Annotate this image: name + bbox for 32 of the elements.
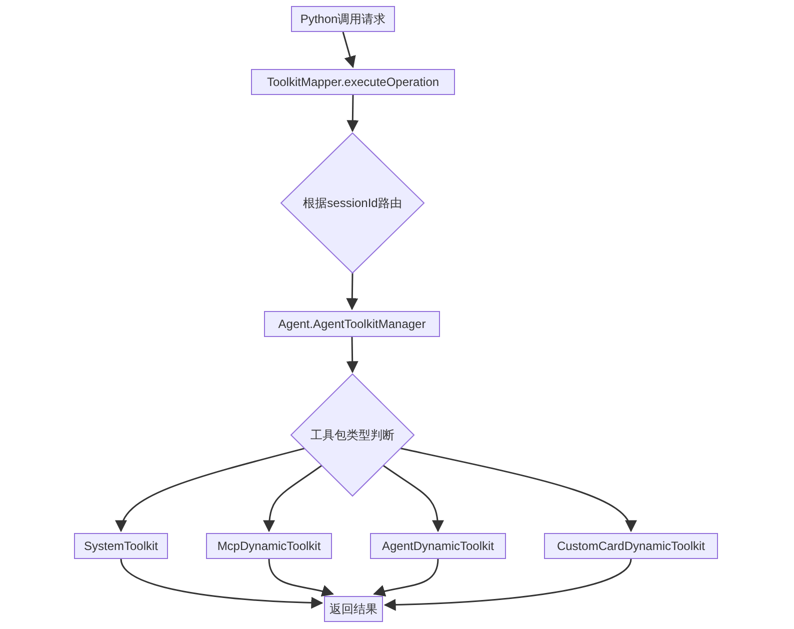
process-box bbox=[74, 533, 168, 559]
node-label: 工具包类型判断 bbox=[310, 428, 394, 442]
process-box bbox=[324, 596, 383, 622]
node-label: 根据sessionId路由 bbox=[303, 196, 402, 210]
node-label: ToolkitMapper.executeOperation bbox=[266, 75, 440, 89]
decision-diamond bbox=[291, 374, 414, 496]
decision-diamond bbox=[281, 133, 424, 273]
arrow bbox=[382, 464, 444, 532]
node-label: Python调用请求 bbox=[300, 12, 386, 26]
arrow bbox=[373, 558, 439, 597]
arrow bbox=[342, 32, 356, 68]
arrow bbox=[346, 272, 358, 310]
process-box bbox=[291, 6, 395, 32]
arrow bbox=[268, 558, 334, 597]
node-label: 返回结果 bbox=[330, 602, 378, 616]
process-box bbox=[251, 69, 455, 95]
arrow bbox=[400, 448, 634, 532]
process-box bbox=[370, 533, 506, 559]
arrow bbox=[263, 464, 322, 532]
arrow bbox=[346, 94, 359, 132]
arrow bbox=[120, 558, 324, 609]
process-box bbox=[206, 533, 332, 559]
node-label: CustomCardDynamicToolkit bbox=[556, 539, 706, 553]
process-box bbox=[264, 311, 440, 337]
process-box bbox=[544, 533, 718, 559]
arrow bbox=[384, 558, 632, 611]
node-label: Agent.AgentToolkitManager bbox=[278, 317, 426, 331]
node-label: AgentDynamicToolkit bbox=[382, 539, 494, 553]
node-label: McpDynamicToolkit bbox=[217, 539, 321, 553]
arrow bbox=[346, 336, 358, 374]
node-label: SystemToolkit bbox=[84, 539, 158, 553]
arrow bbox=[116, 448, 305, 532]
